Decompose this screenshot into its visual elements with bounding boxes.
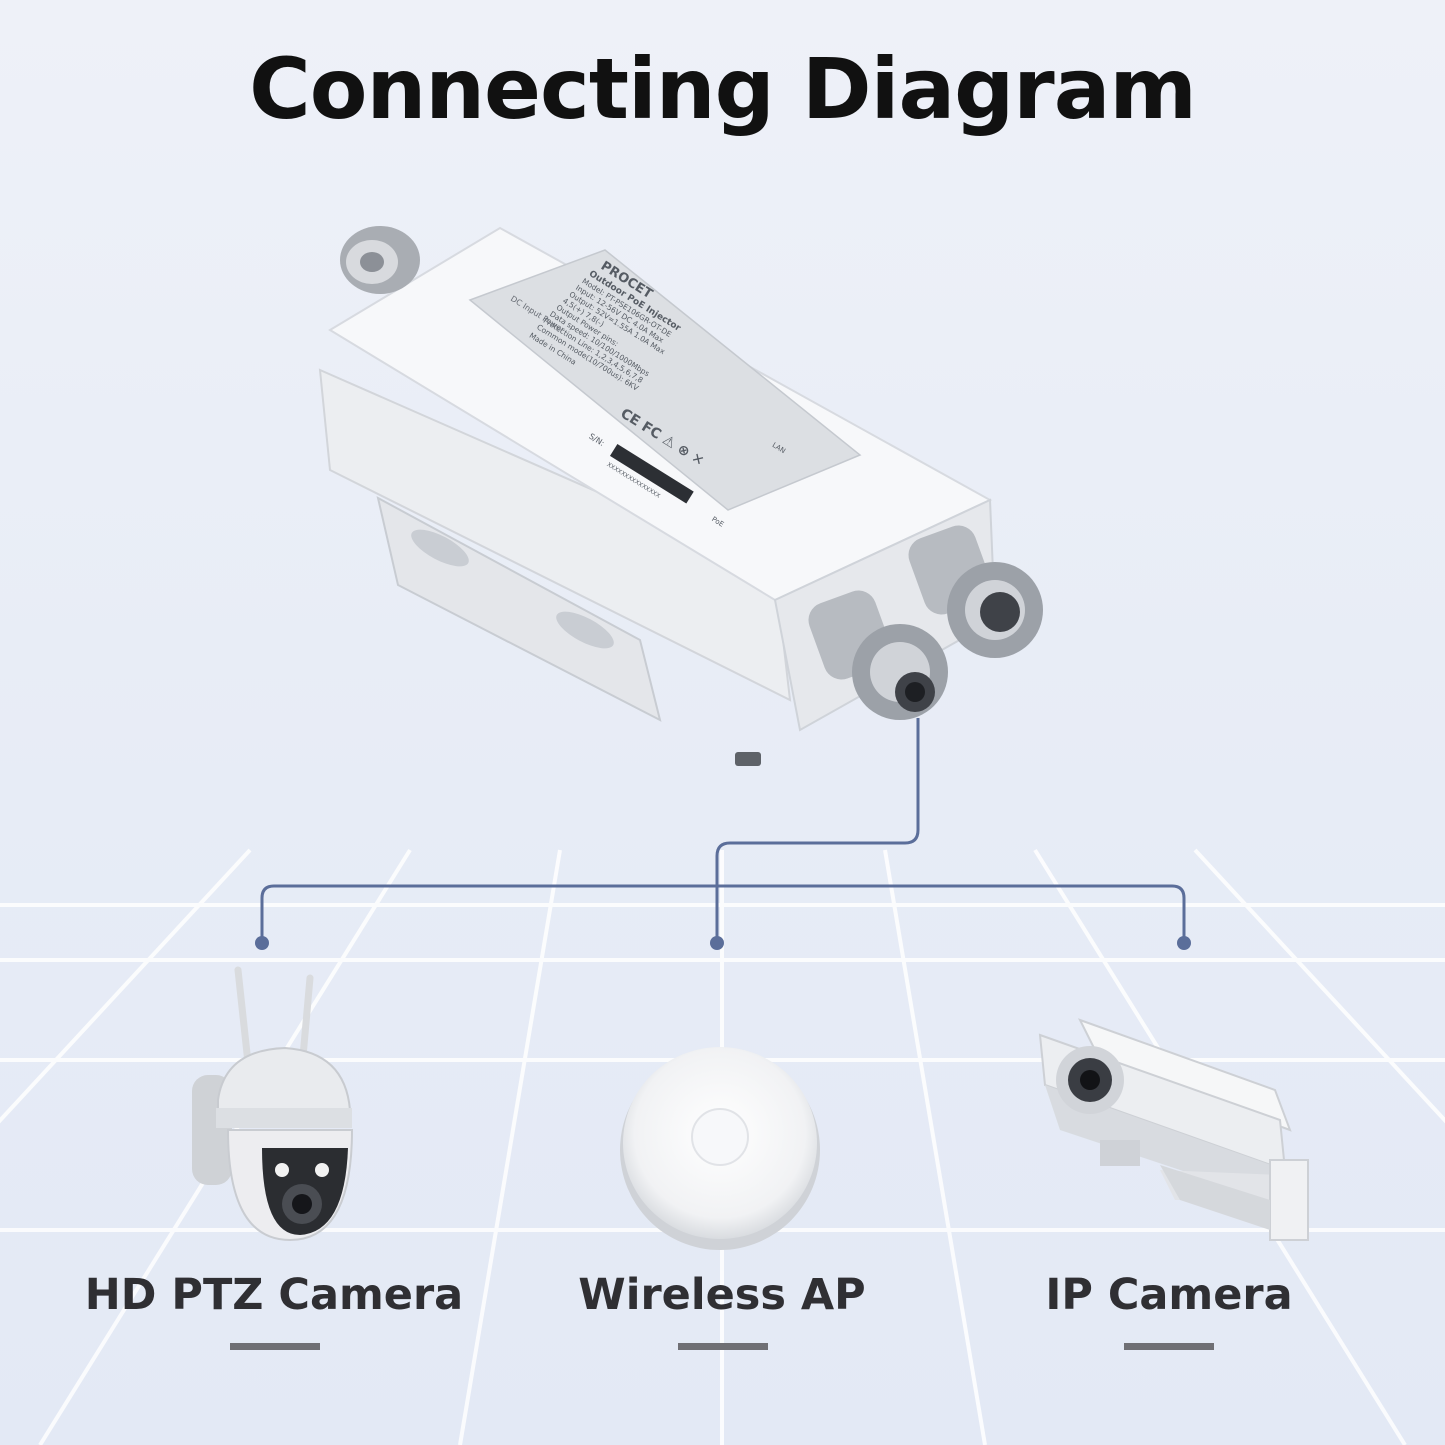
node-dot-ptz xyxy=(255,936,269,950)
label-underline-ptz xyxy=(230,1343,320,1350)
trunk-line xyxy=(715,718,920,943)
device-label-wireless-ap: Wireless AP xyxy=(578,1270,866,1320)
node-dot-ip xyxy=(1177,936,1191,950)
barcode-icon xyxy=(609,443,694,504)
cable-gland-lan xyxy=(908,525,1043,658)
node-dot-ap xyxy=(710,936,724,950)
cable-gland-rear xyxy=(340,226,420,294)
branch-line xyxy=(260,884,1186,943)
label-underline-ip xyxy=(1124,1343,1214,1350)
device-label-ptz-camera: HD PTZ Camera xyxy=(84,1270,464,1320)
injector-label-sticker xyxy=(468,249,862,511)
page-title: Connecting Diagram xyxy=(249,40,1197,138)
device-label-ip-camera: IP Camera xyxy=(1045,1270,1293,1320)
label-underline-ap xyxy=(678,1343,768,1350)
cable-gland-poe xyxy=(808,590,948,720)
